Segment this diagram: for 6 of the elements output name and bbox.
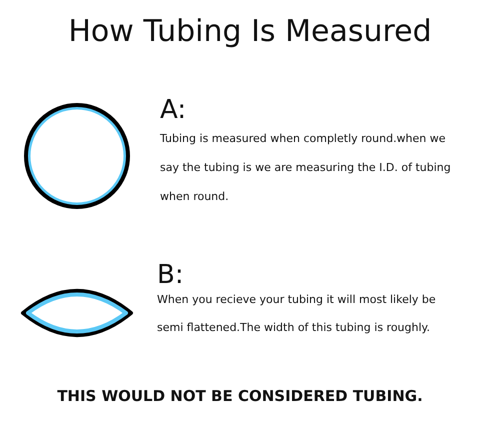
section-heading: B: [157, 259, 184, 291]
section-heading: A: [160, 94, 186, 126]
title: How Tubing Is Measured [67, 14, 433, 50]
description-text: When you recieve your tubing it will most likely be semi flattened.The width of this tubing is roughly. [157, 292, 437, 336]
note-text: THIS WOULD NOT BE CONSIDERED TUBING. [56, 386, 424, 406]
description-text: Tubing is measured when completly round.when we say the tubing is we are measuring the I.D. of tubing when round. [160, 131, 452, 205]
